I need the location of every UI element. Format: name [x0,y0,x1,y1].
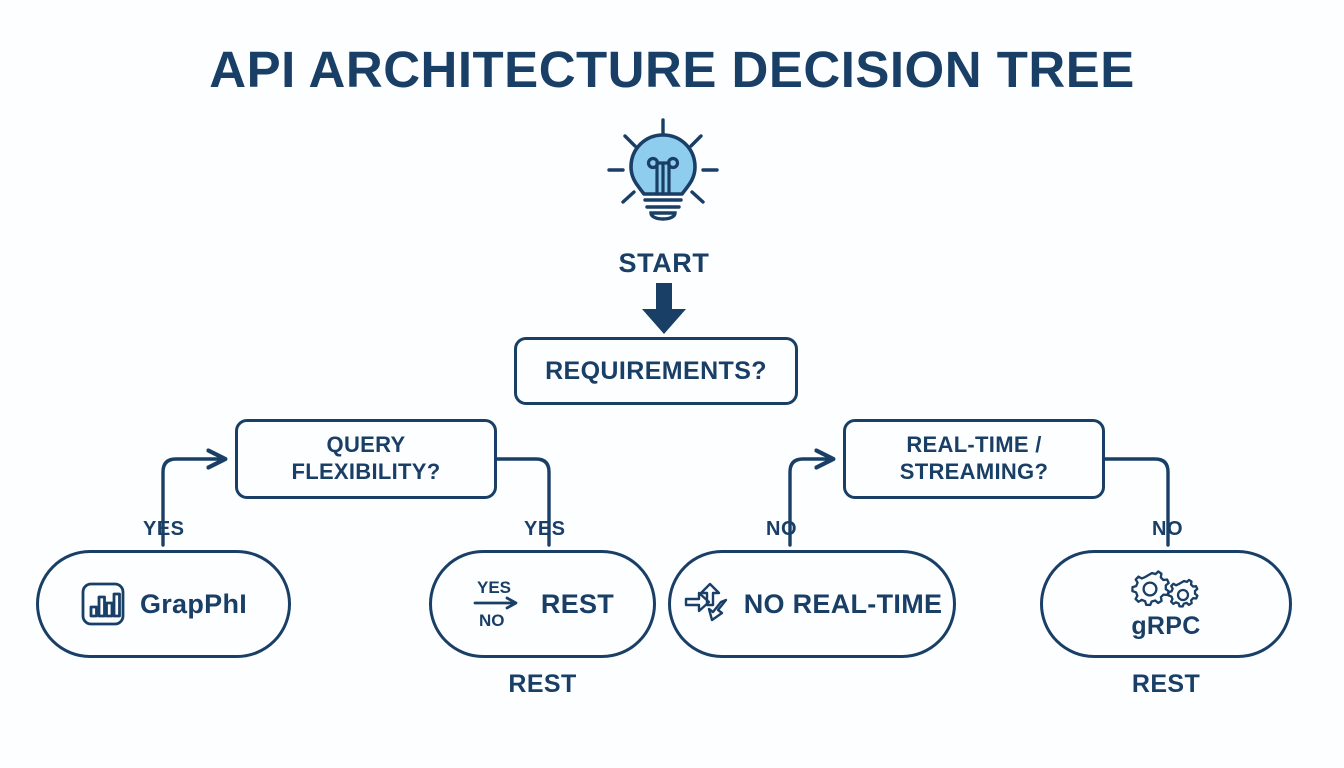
node-query-line1: QUERY [326,432,406,458]
node-query-line2: FLEXIBILITY? [291,459,441,484]
node-result-graphql[interactable]: GrapPhI [36,550,291,658]
shuffle-arrows-icon [684,582,727,622]
caption-rest-under-rest-node: REST [508,670,577,698]
node-query-flexibility[interactable]: QUERY FLEXIBILITY? [235,419,497,499]
node-query-flexibility-label: QUERY FLEXIBILITY? [291,432,440,486]
node-result-grpc-label: gRPC [1131,611,1201,640]
node-real-time-streaming[interactable]: REAL-TIME / STREAMING? [843,419,1105,499]
edge-label-realtime-out: NO [1152,518,1183,540]
node-result-no-real-time-label: NO REAL-TIME [743,588,943,619]
node-requirements-label: REQUIREMENTS? [545,356,767,385]
node-requirements[interactable]: REQUIREMENTS? [514,337,798,405]
down-arrow-icon [642,283,686,334]
node-real-time-label: REAL-TIME / STREAMING? [900,432,1048,486]
node-result-graphql-label: GrapPhI [139,588,248,619]
start-label: START [618,248,710,278]
node-realtime-line2: STREAMING? [899,459,1049,484]
edge-label-realtime-in: NO [766,518,797,540]
yes-no-icon-top: YES [477,578,511,597]
page-title: API ARCHITECTURE DECISION TREE [209,41,1135,98]
node-realtime-line1: REAL-TIME / [906,432,1042,458]
node-result-rest-label: REST [540,588,615,619]
edge-label-query-out: YES [524,518,566,540]
yes-no-icon-bottom: NO [479,611,505,630]
bar-chart-icon [81,582,125,626]
node-result-grpc[interactable]: gRPC [1040,550,1292,658]
node-result-no-real-time[interactable]: NO REAL-TIME [668,550,956,658]
yes-no-arrow-icon: YES NO [473,578,518,630]
lightbulb-icon [607,118,719,221]
node-result-rest[interactable]: YES NO REST [429,550,656,658]
gears-icon [1131,569,1199,608]
edge-label-query-in: YES [143,518,185,540]
caption-rest-under-grpc-node: REST [1131,670,1201,698]
